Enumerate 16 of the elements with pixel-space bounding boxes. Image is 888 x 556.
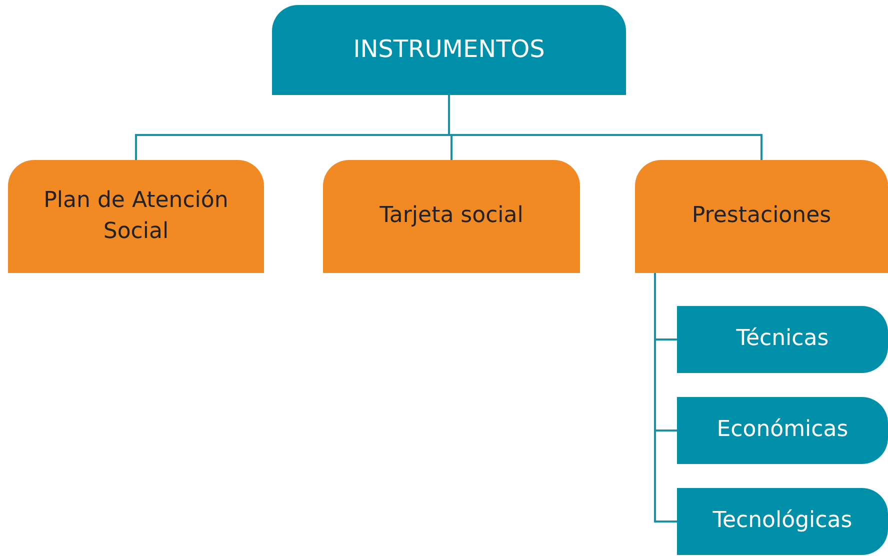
category-box bbox=[323, 160, 580, 273]
node-label: Económicas bbox=[716, 416, 848, 444]
category-box bbox=[635, 160, 888, 273]
node-label: Técnicas bbox=[736, 325, 829, 354]
category-box bbox=[8, 160, 264, 273]
sub-category-box bbox=[677, 306, 888, 373]
sub-category-box bbox=[677, 397, 888, 464]
node-label: Plan de Atención Social bbox=[42, 186, 230, 246]
node-label: Prestaciones bbox=[692, 202, 832, 230]
sub-category-box bbox=[677, 488, 888, 555]
node-label: Tarjeta social bbox=[380, 202, 524, 230]
title-box bbox=[272, 5, 626, 95]
node-label: INSTRUMENTOS bbox=[353, 34, 545, 66]
connector-line bbox=[654, 273, 677, 522]
node-label: Tecnológicas bbox=[712, 507, 852, 536]
connector-line bbox=[448, 95, 762, 160]
